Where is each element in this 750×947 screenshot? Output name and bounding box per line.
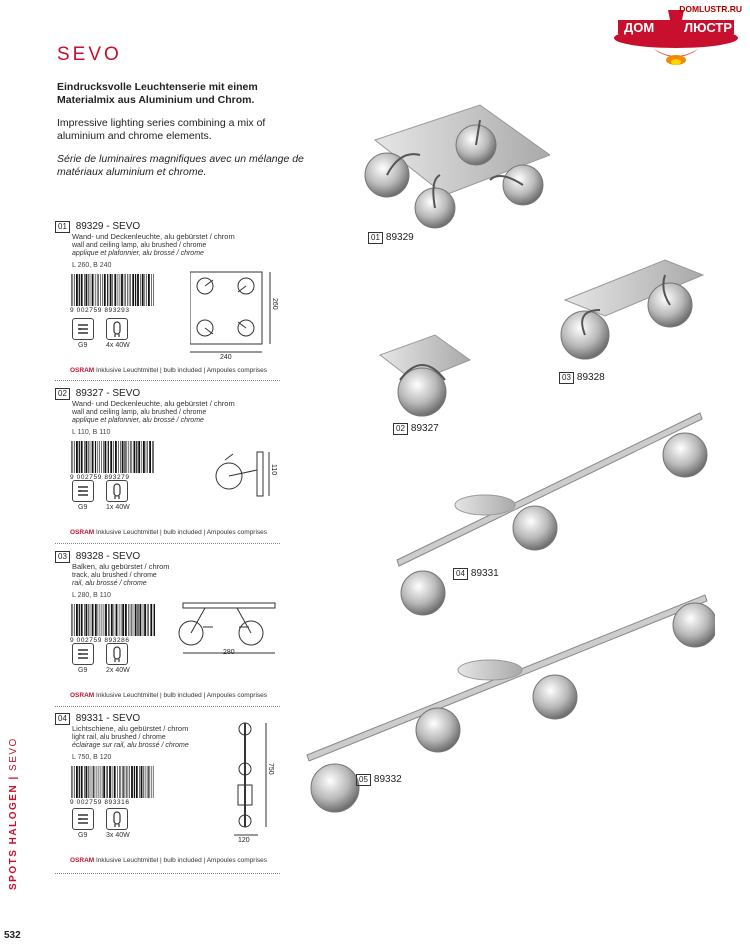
product-name: SEVO	[112, 388, 141, 399]
product-photo-89331	[396, 412, 708, 616]
desc-french: applique et plafonnier, alu brossé / chr…	[72, 250, 204, 257]
osram-note: OSRAM Inklusive Leuchtmittel | bulb incl…	[70, 692, 268, 699]
product-code: 89328	[75, 551, 104, 562]
product-number: 02	[55, 388, 70, 400]
bulb-icon	[106, 480, 128, 502]
desc-german: Wand- und Deckenleuchte, alu gebürstet /…	[72, 232, 235, 241]
socket-icon	[72, 808, 94, 830]
barcode	[71, 441, 154, 473]
socket-label: G9	[78, 342, 88, 349]
desc-english: track, alu brushed / chrome	[72, 572, 157, 579]
dimensions: L 280, B 110	[72, 592, 111, 599]
product-code: 89329	[75, 221, 104, 232]
desc-french: rail, alu brossé / chrome	[72, 580, 147, 587]
desc-german: Wand- und Deckenleuchte, alu gebürstet /…	[72, 399, 235, 408]
product-heading: 01 89329 - SEVO	[55, 221, 140, 233]
bulb-label: 2x 40W	[106, 667, 130, 674]
dimensions: L 260, B 240	[72, 262, 112, 269]
drawing-width: 120	[238, 837, 250, 844]
technical-drawing: 750 120	[230, 719, 280, 849]
product-name: SEVO	[112, 551, 141, 562]
logo-text-left: ДОМ	[624, 20, 655, 35]
barcode-number: 9 002759 893286	[70, 637, 130, 644]
page-number: 532	[4, 930, 21, 941]
product-entry: 02 89327 - SEVO Wand- und Deckenleuchte,…	[55, 388, 280, 543]
desc-french: applique et plafonnier, alu brossé / chr…	[72, 417, 204, 424]
section-label: SPOTS HALOGEN | SEVO	[8, 737, 19, 890]
divider	[55, 873, 280, 874]
intro-french: Série de luminaires magnifiques avec un …	[57, 153, 304, 178]
product-entry: 04 89331 - SEVO Lichtschiene, alu gebürs…	[55, 713, 280, 873]
osram-note: OSRAM Inklusive Leuchtmittel | bulb incl…	[70, 367, 268, 374]
bulb-label: 1x 40W	[106, 504, 130, 511]
product-photo-89329	[364, 104, 550, 229]
socket-label: G9	[78, 832, 88, 839]
brand-logo[interactable]: DOMLUSTR.RU ДОМ ЛЮСТР	[598, 0, 750, 70]
drawing-height: 110	[270, 464, 277, 476]
technical-drawing: 240 260	[189, 268, 280, 368]
section-sidebar: SPOTS HALOGEN | SEVO	[8, 737, 22, 890]
desc-french: éclairage sur rail, alu brossé / chrome	[72, 742, 189, 749]
product-name: SEVO	[112, 713, 141, 724]
socket-icon	[72, 318, 94, 340]
dimensions: L 750, B 120	[72, 754, 112, 761]
bulb-icon	[106, 808, 128, 830]
osram-note: OSRAM Inklusive Leuchtmittel | bulb incl…	[70, 857, 268, 864]
product-heading: 02 89327 - SEVO	[55, 388, 140, 400]
dimensions: L 110, B 110	[72, 429, 111, 436]
barcode-number: 9 002759 893279	[70, 474, 130, 481]
product-photo-89328	[560, 259, 705, 360]
barcode-number: 9 002759 893316	[70, 799, 130, 806]
desc-german: Lichtschiene, alu gebürstet / chrom	[72, 724, 189, 733]
product-number: 01	[55, 221, 70, 233]
product-heading: 03 89328 - SEVO	[55, 551, 140, 563]
bulb-icon	[106, 318, 128, 340]
barcode-number: 9 002759 893293	[70, 307, 130, 314]
technical-drawing: 110	[205, 450, 277, 500]
drawing-width: 240	[220, 354, 232, 361]
logo-text-right: ЛЮСТР	[684, 20, 733, 35]
barcode	[71, 274, 154, 306]
bulb-label: 3x 40W	[106, 832, 130, 839]
drawing-height: 750	[267, 763, 274, 775]
socket-icon	[72, 643, 94, 665]
divider	[55, 706, 280, 707]
divider	[55, 380, 280, 381]
product-code: 89331	[75, 713, 104, 724]
bulb-icon	[106, 643, 128, 665]
product-entry: 01 89329 - SEVO Wand- und Deckenleuchte,…	[55, 221, 280, 381]
desc-english: wall and ceiling lamp, alu brushed / chr…	[72, 409, 207, 416]
barcode	[71, 604, 155, 636]
desc-english: wall and ceiling lamp, alu brushed / chr…	[72, 242, 207, 249]
socket-icon	[72, 480, 94, 502]
socket-label: G9	[78, 504, 88, 511]
barcode	[71, 766, 154, 798]
product-heading: 04 89331 - SEVO	[55, 713, 140, 725]
page-title: SEVO	[57, 44, 122, 65]
logo-url: DOMLUSTR.RU	[679, 4, 742, 14]
product-code: 89327	[75, 388, 104, 399]
drawing-width: 280	[223, 649, 235, 656]
product-photo-89332	[306, 594, 715, 813]
drawing-height: 260	[271, 298, 278, 310]
intro-english: Impressive lighting series combining a m…	[57, 117, 266, 142]
desc-english: light rail, alu brushed / chrome	[72, 734, 166, 741]
product-photo-89327	[378, 334, 472, 417]
product-entry: 03 89328 - SEVO Balken, alu gebürstet / …	[55, 551, 280, 706]
osram-note: OSRAM Inklusive Leuchtmittel | bulb incl…	[70, 529, 268, 536]
technical-drawing: 280	[173, 597, 280, 659]
desc-german: Balken, alu gebürstet / chrom	[72, 562, 170, 571]
divider	[55, 543, 280, 544]
product-name: SEVO	[112, 221, 141, 232]
product-number: 03	[55, 551, 70, 563]
product-number: 04	[55, 713, 70, 725]
intro-german: Eindrucksvolle Leuchtenserie mit einem M…	[57, 81, 258, 106]
bulb-label: 4x 40W	[106, 342, 130, 349]
socket-label: G9	[78, 667, 88, 674]
